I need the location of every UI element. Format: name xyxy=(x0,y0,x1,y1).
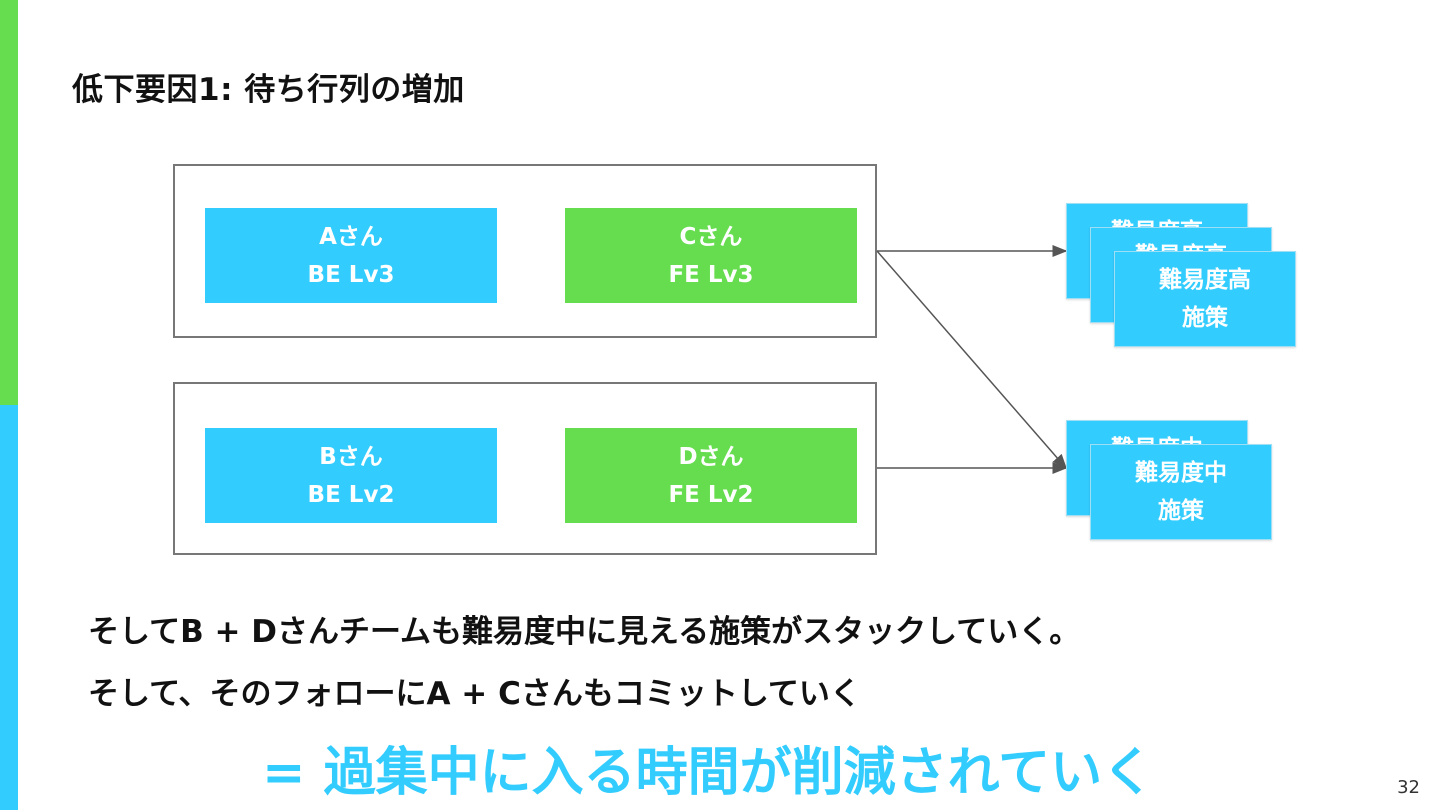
task-card-high: 難易度高 施策 xyxy=(1114,251,1296,347)
member-card-c: Cさん FE Lv3 xyxy=(565,208,857,303)
member-card-a: Aさん BE Lv3 xyxy=(205,208,497,303)
task-label: 難易度中 xyxy=(1135,460,1227,486)
conclusion-text: = 過集中に入る時間が削減されていく xyxy=(262,743,1155,803)
member-card-d: Dさん FE Lv2 xyxy=(565,428,857,523)
page-number: 32 xyxy=(1397,777,1420,798)
task-label: 施策 xyxy=(1158,498,1204,524)
body-text-line-1: そしてB + Dさんチームも難易度中に見える施策がスタックしていく。 xyxy=(88,614,1081,650)
member-name: Dさん xyxy=(678,443,744,470)
member-level: FE Lv2 xyxy=(668,481,754,508)
task-label: 難易度高 xyxy=(1159,267,1251,293)
accent-bar-green xyxy=(0,0,18,405)
member-card-b: Bさん BE Lv2 xyxy=(205,428,497,523)
slide-title: 低下要因1: 待ち行列の増加 xyxy=(72,72,465,108)
member-level: FE Lv3 xyxy=(668,261,754,288)
body-text-line-2: そして、そのフォローにA + Cさんもコミットしていく xyxy=(88,676,861,712)
member-level: BE Lv2 xyxy=(307,481,395,508)
member-name: Aさん xyxy=(319,223,383,250)
member-name: Cさん xyxy=(679,223,743,250)
task-label: 施策 xyxy=(1182,305,1228,331)
member-name: Bさん xyxy=(319,443,383,470)
task-card-medium: 難易度中 施策 xyxy=(1090,444,1272,540)
member-level: BE Lv3 xyxy=(307,261,395,288)
accent-bar-blue xyxy=(0,405,18,810)
arrow-team1-to-medium xyxy=(876,250,1067,470)
